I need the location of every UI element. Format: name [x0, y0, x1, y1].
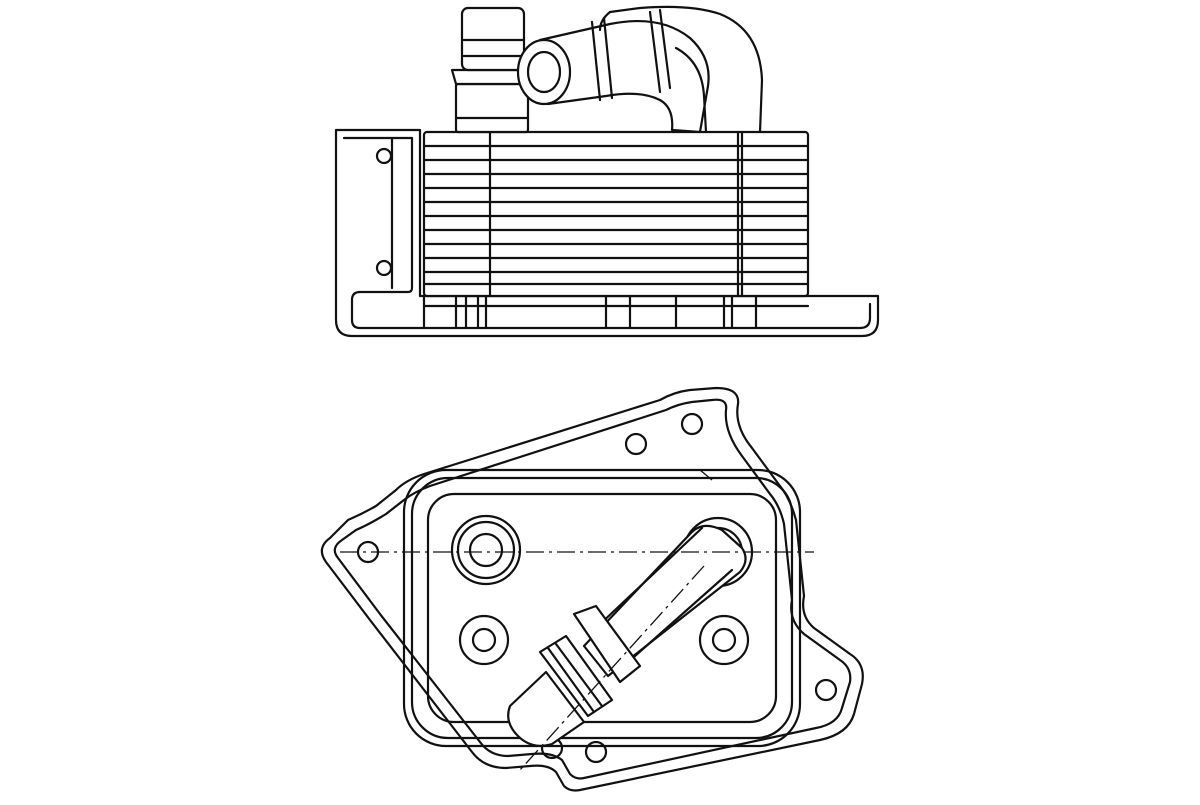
ports [450, 514, 750, 666]
base-bosses [422, 294, 810, 330]
outlet-pipe [516, 5, 764, 134]
center-lines [340, 551, 814, 771]
side-view [334, 5, 880, 338]
cooler-body [402, 468, 802, 748]
top-view [320, 386, 864, 792]
cooler-core [422, 130, 810, 298]
mounting-bracket [334, 128, 880, 338]
gasket-outline [320, 386, 864, 792]
